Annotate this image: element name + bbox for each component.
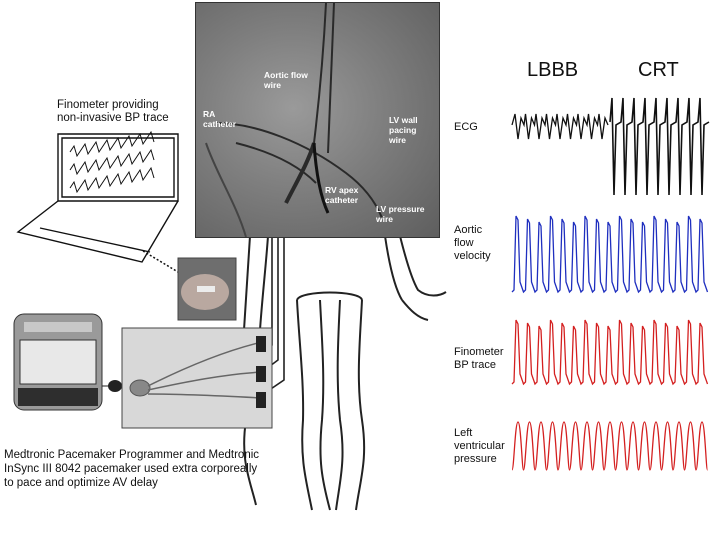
- programmer-device: [13, 313, 103, 411]
- crt-header: CRT: [638, 59, 679, 81]
- fluoroscopy-image: [195, 2, 440, 238]
- finometer-bp-trace: [511, 319, 709, 386]
- aortic-flow-trace: [511, 215, 709, 294]
- programmer-caption: Medtronic Pacemaker Programmer and Medtr…: [4, 449, 260, 489]
- mouse-icon: [108, 380, 122, 392]
- laptop-illustration: [16, 133, 179, 263]
- ecg-trace-crt: [609, 97, 710, 196]
- finometer-photo: [177, 257, 237, 321]
- pacemaker-photo: [121, 327, 273, 429]
- lbbb-header: LBBB: [527, 59, 579, 81]
- lv-pressure-trace: [511, 421, 709, 471]
- ecg-label: ECG: [454, 121, 478, 133]
- body-outline: [242, 235, 447, 511]
- ecg-trace-lbbb: [511, 113, 609, 140]
